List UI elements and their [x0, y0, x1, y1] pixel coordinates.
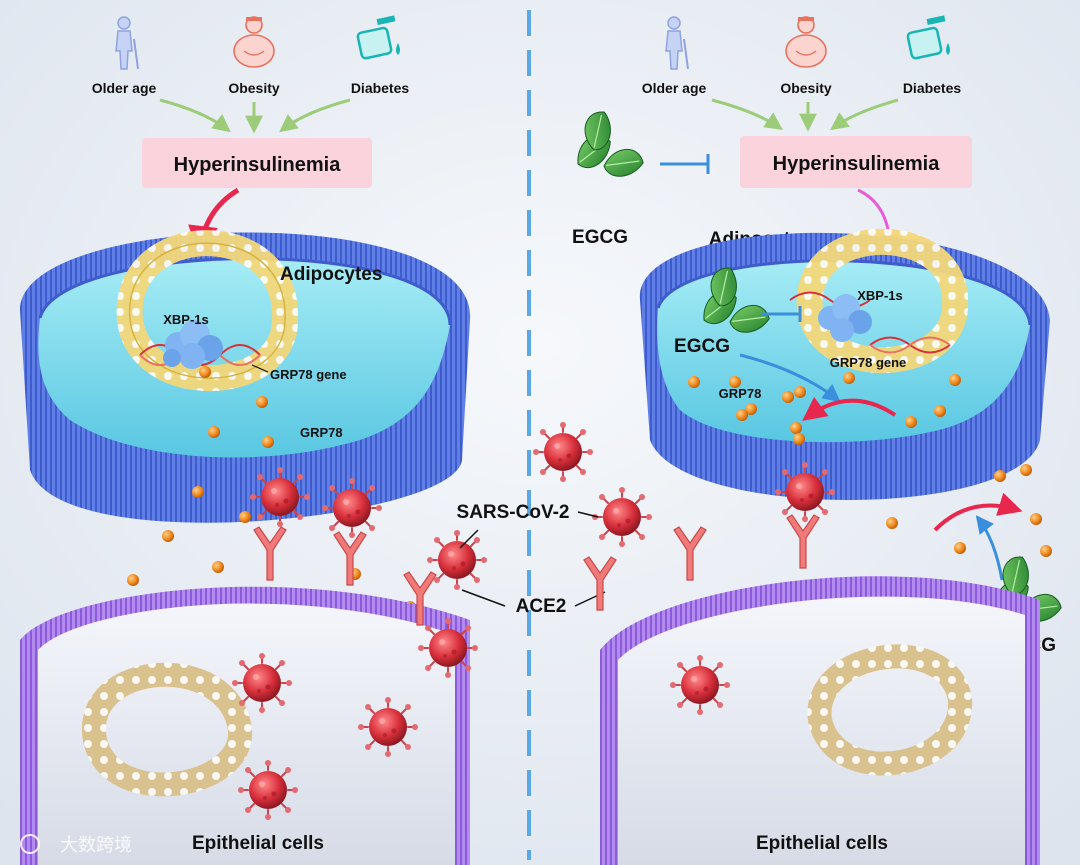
virus-particle [237, 759, 299, 821]
arrow-age-to-hyper [159, 98, 231, 133]
left-panel: Older age Obesity Diabetes Hyperinsuline… [20, 14, 488, 865]
egcg-label-mid: EGCG [674, 336, 730, 357]
grp78-label-left: GRP78 [300, 425, 343, 440]
obesity-label: Obesity [780, 80, 832, 96]
xbp1s-label: XBP-1s [163, 312, 209, 327]
arrow-diabetes-to-hyper [830, 98, 899, 131]
grp78-label-right: GRP78 [719, 386, 762, 401]
hyperinsulinemia-label: Hyperinsulinemia [174, 154, 342, 176]
diabetes-label: Diabetes [351, 80, 410, 96]
virus-particle [669, 654, 731, 716]
hyperinsulinemia-box [142, 138, 372, 188]
virus-particle [231, 652, 293, 714]
grp78-gene-label: GRP78 gene [270, 367, 347, 382]
nucleus-envelope [796, 228, 969, 374]
arrow-diabetes-to-hyper [279, 98, 351, 133]
xbp1s-label: XBP-1s [857, 288, 903, 303]
virus-particle [249, 466, 311, 528]
virus-particle [532, 421, 594, 483]
arrow-grp78-red [802, 396, 897, 421]
virus-particle [591, 486, 653, 548]
egcg-label-top: EGCG [572, 227, 628, 248]
virus-particle [417, 617, 479, 679]
epithelial-nucleus-right [807, 644, 973, 776]
watermark-text: 大数跨境 [60, 835, 132, 856]
ace2-label: ACE2 [516, 596, 567, 617]
arrow-egcg-release [975, 515, 1004, 581]
sars-cov2-label: SARS-CoV-2 [457, 502, 570, 523]
right-panel: Older age Obesity Diabetes Hyperinsuline… [571, 14, 1063, 865]
epithelial-nucleus-left [82, 662, 252, 797]
hyperinsulinemia-box [740, 136, 972, 188]
obesity-label: Obesity [228, 80, 280, 96]
epithelial-label-left: Epithelial cells [192, 833, 324, 854]
virus-particle [321, 477, 383, 539]
watermark: 大数跨境 [20, 834, 132, 856]
xbp1s-protein [163, 320, 223, 369]
virus-particle [774, 461, 836, 523]
arrow-egcg-blue [739, 353, 841, 403]
virus-particle [357, 696, 419, 758]
older-age-label: Older age [642, 80, 707, 96]
grp78-gene-label: GRP78 gene [830, 355, 907, 370]
grp78-gene-leader [251, 364, 269, 373]
diabetes-label: Diabetes [903, 80, 962, 96]
older-age-label: Older age [92, 80, 157, 96]
xbp1s-protein [818, 294, 872, 342]
virus-particle [426, 529, 488, 591]
center-labels: SARS-CoV-2 ACE2 [457, 421, 653, 617]
adipocytes-label: Adipocytes [280, 264, 382, 285]
hyperinsulinemia-label: Hyperinsulinemia [773, 153, 941, 175]
epithelial-label-right: Epithelial cells [756, 833, 888, 854]
arrow-age-to-hyper [711, 98, 783, 131]
nucleus-envelope [116, 230, 299, 392]
arrow-grp78-release [933, 492, 1023, 532]
